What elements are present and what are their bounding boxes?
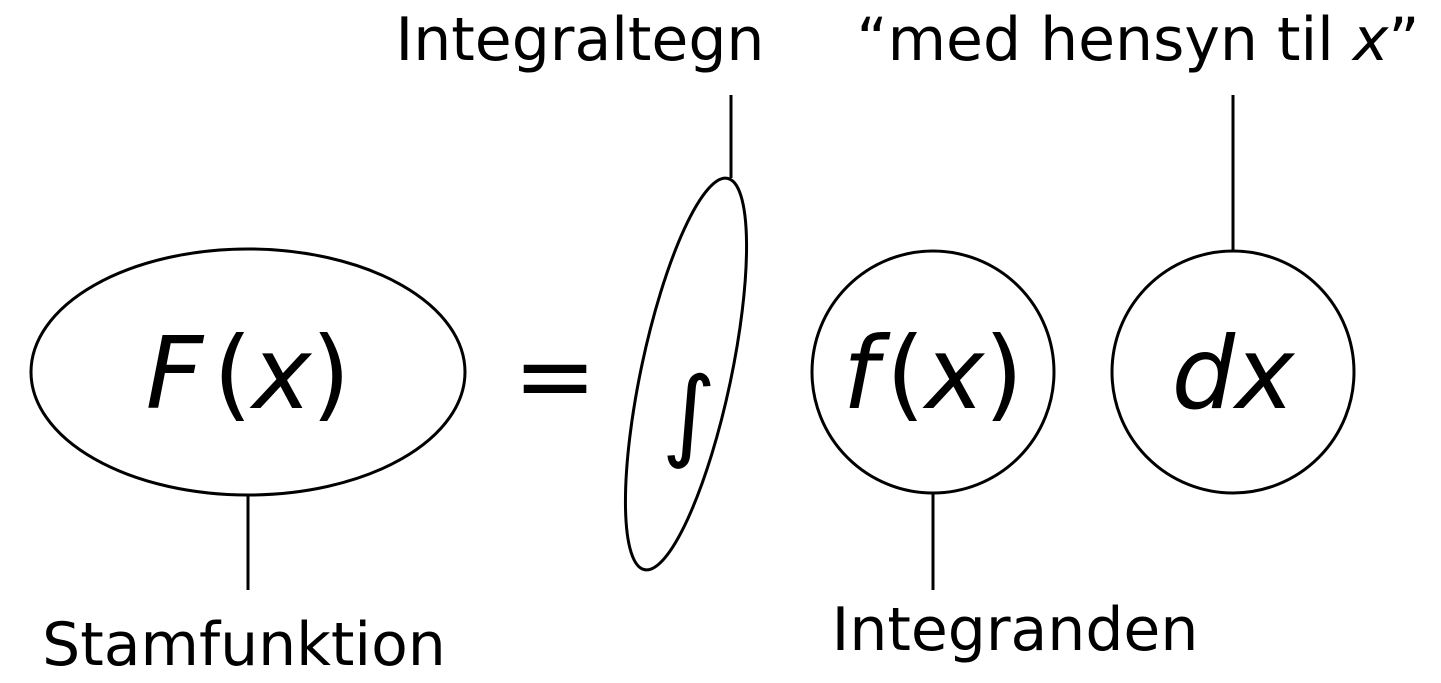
antiderivative-close-paren: ) [311,315,350,432]
label-with-respect-to: “med hensyn til x” [857,5,1420,75]
label-with-respect-to-variable: x [1351,5,1389,75]
equals-sign: = [513,317,597,434]
label-integral-sign: Integraltegn [396,5,765,75]
label-with-respect-to-text: “med hensyn til [857,5,1353,75]
differential-circle [1110,249,1356,495]
integrand-function: f [843,315,891,432]
label-with-respect-to-close: ” [1388,5,1419,75]
label-antiderivative: Stamfunktion [42,610,446,680]
antiderivative-function: F [146,315,205,432]
integrand-open-paren: ( [886,315,925,432]
integral-sign-ellipse [623,176,749,572]
antiderivative-variable: x [249,315,313,432]
antiderivative-expression: F(x) [146,315,351,432]
differential: dx [1172,315,1296,432]
integrand-expression: f(x) [843,315,1023,432]
antiderivative-open-paren: ( [213,315,252,432]
integrand-close-paren: ) [984,315,1023,432]
integral-sign: ∫ [661,354,717,473]
integrand-variable: x [922,315,986,432]
label-integrand: Integranden [832,595,1199,665]
